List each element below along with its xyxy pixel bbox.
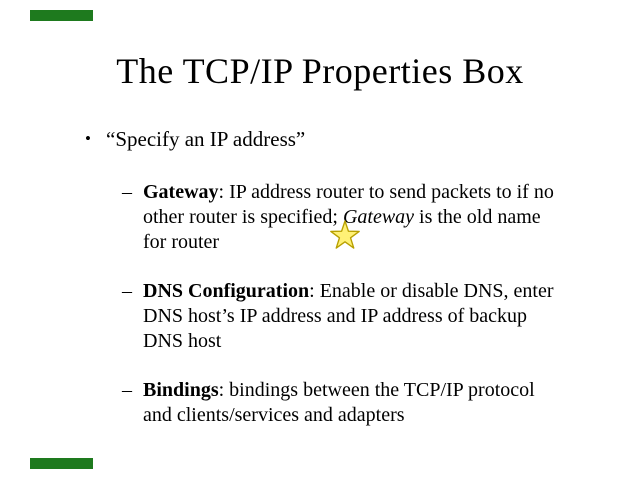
top-left-accent-bar bbox=[30, 10, 93, 21]
sub-item-text: Bindings: bindings between the TCP/IP pr… bbox=[143, 378, 613, 428]
sub-item-text: DNS Configuration: Enable or disable DNS… bbox=[143, 279, 613, 354]
dash-marker: – bbox=[122, 379, 132, 401]
term-dns-configuration: DNS Configuration bbox=[143, 280, 310, 302]
sub-item-bindings: – Bindings: bindings between the TCP/IP … bbox=[122, 378, 640, 428]
bullet-item: • “Specify an IP address” bbox=[85, 126, 640, 152]
term-bindings: Bindings bbox=[143, 379, 219, 401]
dns-text: : Enable or disable DNS, enter DNS host’… bbox=[143, 280, 554, 352]
bullet-text: “Specify an IP address” bbox=[106, 127, 306, 151]
gateway-italic: Gateway bbox=[342, 206, 415, 228]
star-icon bbox=[330, 220, 360, 249]
slide-title: The TCP/IP Properties Box bbox=[116, 51, 524, 91]
bullet-marker: • bbox=[85, 129, 91, 148]
sub-item-gateway: – Gateway: IP address router to send pac… bbox=[122, 180, 640, 255]
gateway-text-2: is the old name for router bbox=[143, 206, 541, 253]
term-gateway: Gateway bbox=[143, 181, 219, 203]
gateway-text-1: : IP address router to send packets to i… bbox=[143, 181, 554, 228]
dash-marker: – bbox=[122, 181, 132, 203]
sub-item-text: Gateway: IP address router to send packe… bbox=[143, 180, 613, 255]
sub-item-dns-configuration: – DNS Configuration: Enable or disable D… bbox=[122, 279, 640, 354]
dash-marker: – bbox=[122, 280, 132, 302]
bottom-left-accent-bar bbox=[30, 458, 93, 469]
bindings-text: : bindings between the TCP/IP protocol a… bbox=[143, 379, 535, 426]
